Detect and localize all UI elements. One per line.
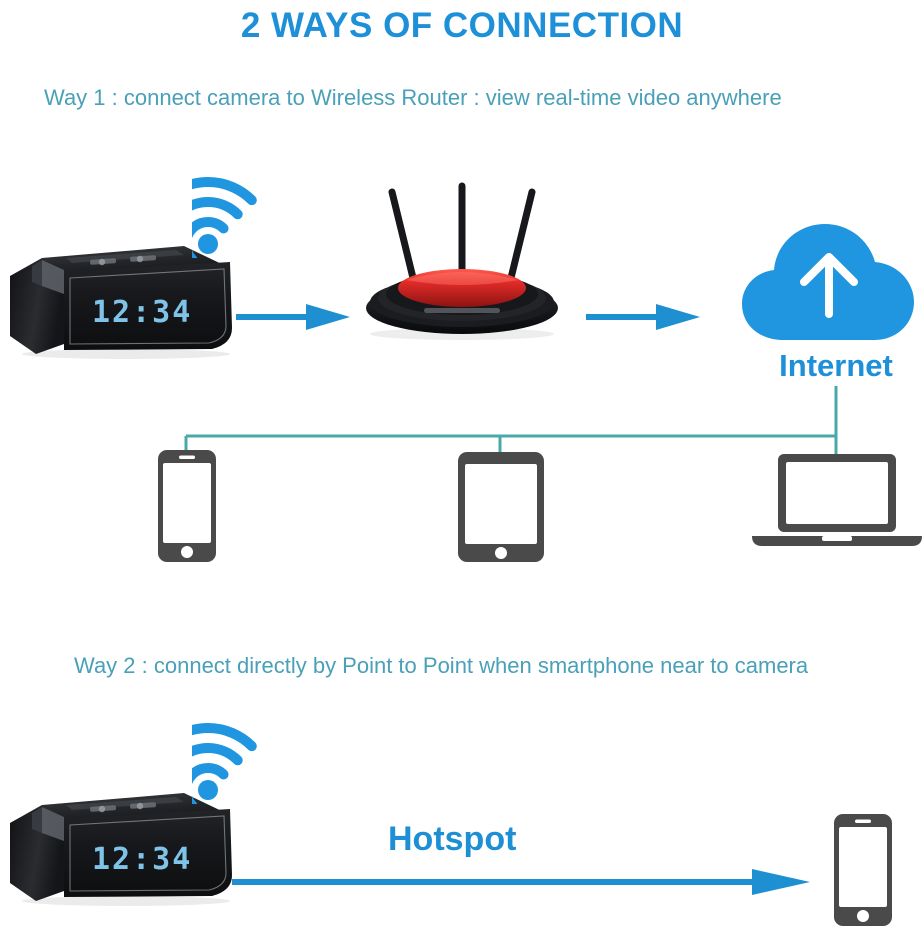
arrow-router-to-cloud [586,300,702,341]
router-icon [366,182,558,340]
clock-display: 12:34 [92,842,192,877]
arrow-right-icon [586,304,700,330]
hotspot-label: Hotspot [388,820,517,858]
wifi-icon [141,723,257,839]
clock-camera-icon: 12:34 [10,246,232,359]
page-title: 2 WAYS OF CONNECTION [240,6,684,45]
tablet-icon [458,452,544,562]
arrow-hotspot-to-phone [232,866,812,905]
client-laptop [748,452,924,557]
client-tablet [456,450,546,569]
internet-label: Internet [779,348,893,383]
client-smartphone [156,448,218,569]
smartphone-icon [834,814,892,926]
cloud-icon [742,224,914,340]
way2-clock-camera: 12:34 [6,778,238,908]
way2-client-smartphone [832,812,894,930]
arrow-right-icon [232,869,810,895]
way2-wifi-icon [141,712,288,839]
smartphone-icon [158,450,216,562]
internet-cloud [738,216,920,353]
arrow-right-icon [236,304,350,330]
laptop-icon [752,454,922,546]
way1-wifi-icon [141,166,288,293]
arrow-camera-to-router [236,300,352,341]
way2-caption: Way 2 : connect directly by Point to Poi… [74,653,809,678]
clock-camera-icon: 12:34 [10,793,232,906]
way1-clock-camera: 12:34 [6,232,238,360]
wifi-icon [141,177,257,293]
wireless-router [358,168,568,349]
clock-display: 12:34 [92,295,192,330]
way1-caption: Way 1 : connect camera to Wireless Route… [44,85,782,110]
